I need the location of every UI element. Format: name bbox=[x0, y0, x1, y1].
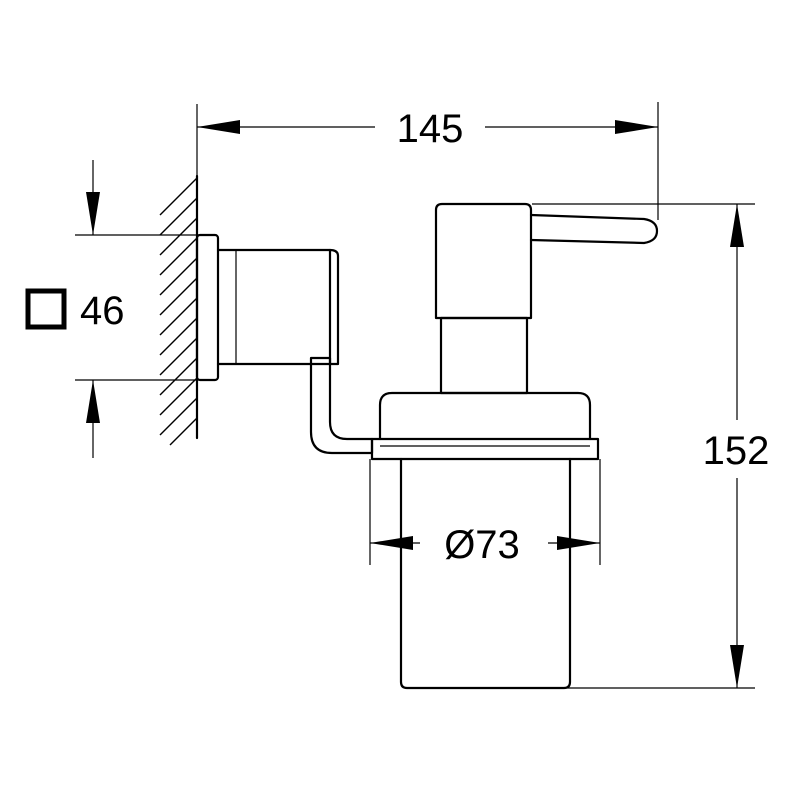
arrow-down-icon bbox=[730, 645, 744, 688]
arrow-right-icon bbox=[557, 536, 600, 550]
dimension-diameter-label: Ø73 bbox=[444, 523, 520, 567]
wall-rosette bbox=[195, 233, 220, 382]
dimension-mount: 46 bbox=[25, 160, 125, 458]
arrow-left-icon bbox=[197, 120, 240, 134]
arrow-up-icon bbox=[86, 380, 100, 423]
pump-head bbox=[434, 202, 533, 320]
wall-hatching bbox=[159, 174, 199, 446]
dimension-height: 152 bbox=[703, 204, 770, 688]
arrow-up-icon bbox=[730, 204, 744, 247]
bottle-tray bbox=[370, 437, 600, 461]
pump-neck bbox=[439, 316, 529, 395]
dimension-width-label: 145 bbox=[397, 107, 464, 151]
dimension-height-label: 152 bbox=[703, 429, 770, 473]
dimension-width: 145 bbox=[197, 107, 658, 151]
pump-collar bbox=[378, 391, 592, 441]
arrow-left-icon bbox=[370, 536, 413, 550]
square-symbol-icon bbox=[25, 288, 67, 330]
support-arm bbox=[309, 356, 374, 455]
dimension-mount-label: 46 bbox=[80, 289, 125, 333]
arrow-down-icon bbox=[86, 192, 100, 235]
glass-container bbox=[399, 457, 572, 690]
dimension-diameter: Ø73 bbox=[370, 523, 600, 567]
pump-spout bbox=[529, 213, 659, 245]
arrow-right-icon bbox=[615, 120, 658, 134]
